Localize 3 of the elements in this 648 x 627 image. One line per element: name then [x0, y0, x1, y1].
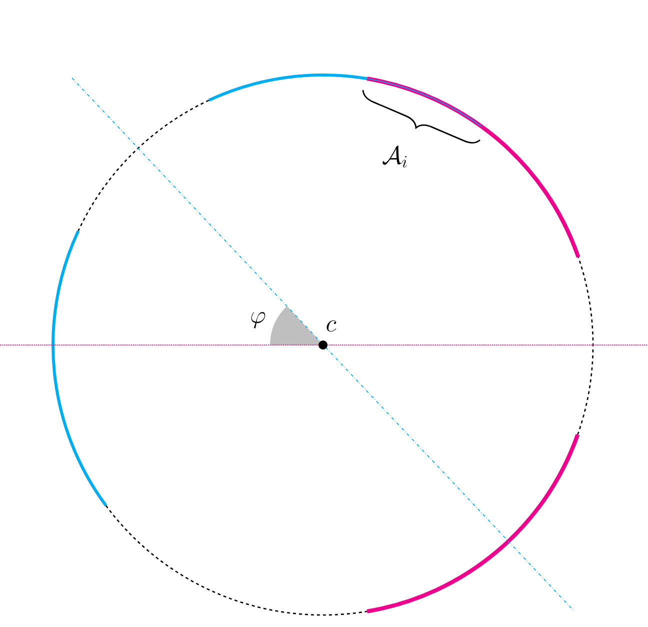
angle-label: $\varphi$ — [251, 312, 266, 328]
set-label: $\mathcal{A}_i$ — [382, 146, 407, 168]
point-label: $c$ — [326, 320, 336, 332]
